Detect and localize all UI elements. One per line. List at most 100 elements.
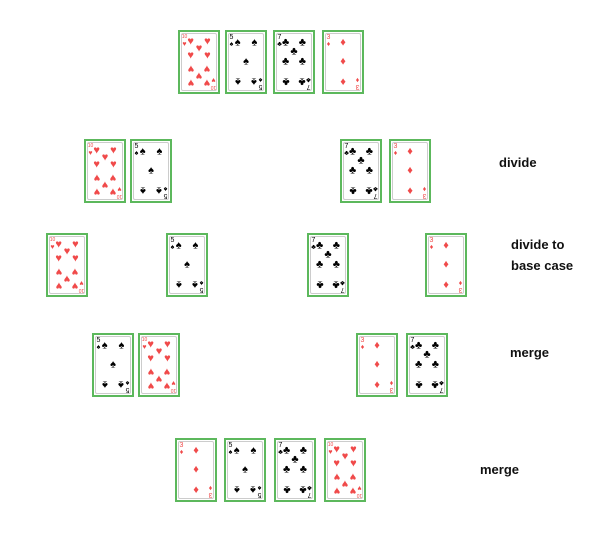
card-10-of-hearts: 10♥10♥♥♥♥♥♥♥♥♥♥♥ bbox=[178, 30, 220, 94]
card-face bbox=[95, 336, 131, 394]
clubs-pip-icon: ♣ bbox=[283, 444, 291, 457]
card-rank: 7 bbox=[344, 143, 349, 150]
clubs-pip-icon: ♣ bbox=[357, 154, 365, 167]
spades-pip-icon: ♠ bbox=[233, 444, 240, 457]
card-face bbox=[327, 441, 363, 499]
hearts-pip-icon: ♥ bbox=[350, 484, 357, 497]
spades-pip-icon: ♠ bbox=[242, 463, 248, 476]
card-corner-index: 7♣ bbox=[277, 442, 284, 456]
clubs-icon: ♣ bbox=[278, 449, 283, 456]
spades-pip-icon: ♠ bbox=[184, 258, 190, 271]
spades-pip-icon: ♠ bbox=[251, 36, 258, 49]
card-corner-index: 7♣ bbox=[409, 337, 416, 351]
card-7-of-clubs: 7♣7♣♣♣♣♣♣♣♣ bbox=[273, 30, 315, 94]
card-corner-index: 3♦ bbox=[354, 76, 361, 90]
clubs-pip-icon: ♣ bbox=[365, 164, 373, 177]
card-face bbox=[227, 441, 263, 499]
spades-pip-icon: ♠ bbox=[234, 36, 241, 49]
clubs-pip-icon: ♣ bbox=[282, 36, 290, 49]
card-corner-index: 3♦ bbox=[325, 34, 332, 48]
hearts-pip-icon: ♥ bbox=[187, 49, 194, 62]
card-rank: 5 bbox=[96, 337, 101, 344]
card-corner-index: 3♦ bbox=[457, 279, 464, 293]
hearts-pip-icon: ♥ bbox=[204, 49, 211, 62]
card-3-of-diamonds: 3♦3♦♦♦♦ bbox=[389, 139, 431, 203]
hearts-pip-icon: ♥ bbox=[72, 252, 79, 265]
clubs-pip-icon: ♣ bbox=[298, 75, 306, 88]
card-5-of-spades: 5♠5♠♠♠♠♠♠ bbox=[166, 233, 208, 297]
diamonds-pip-icon: ♦ bbox=[340, 36, 346, 49]
card-10-of-hearts: 10♥10♥♥♥♥♥♥♥♥♥♥♥ bbox=[84, 139, 126, 203]
hearts-pip-icon: ♥ bbox=[72, 238, 79, 251]
hearts-pip-icon: ♥ bbox=[93, 185, 100, 198]
clubs-pip-icon: ♣ bbox=[283, 463, 291, 476]
label-divide-to: divide to bbox=[511, 237, 565, 252]
hearts-pip-icon: ♥ bbox=[110, 158, 117, 171]
card-rank: 3 bbox=[393, 143, 398, 150]
card-rank: 10 bbox=[49, 237, 56, 243]
card-corner-index: 5♠ bbox=[228, 34, 235, 48]
hearts-pip-icon: ♥ bbox=[110, 185, 117, 198]
card-rank: 3 bbox=[389, 386, 394, 393]
clubs-icon: ♣ bbox=[311, 244, 316, 251]
spades-pip-icon: ♠ bbox=[251, 75, 258, 88]
hearts-pip-icon: ♥ bbox=[204, 76, 211, 89]
spades-icon: ♠ bbox=[229, 41, 234, 48]
hearts-pip-icon: ♥ bbox=[164, 352, 171, 365]
card-10-of-hearts: 10♥10♥♥♥♥♥♥♥♥♥♥♥ bbox=[138, 333, 180, 397]
hearts-pip-icon: ♥ bbox=[72, 279, 79, 292]
card-corner-index: 3♦ bbox=[428, 237, 435, 251]
spades-icon: ♠ bbox=[134, 150, 139, 157]
clubs-pip-icon: ♣ bbox=[299, 463, 307, 476]
clubs-pip-icon: ♣ bbox=[283, 483, 291, 496]
card-3-of-diamonds: 3♦3♦♦♦♦ bbox=[322, 30, 364, 94]
card-face bbox=[169, 236, 205, 294]
card-rank: 7 bbox=[311, 237, 316, 244]
card-rank: 3 bbox=[429, 237, 434, 244]
diamonds-icon: ♦ bbox=[179, 449, 184, 456]
card-face bbox=[428, 236, 464, 294]
label-merge-1: merge bbox=[510, 345, 550, 360]
card-rank: 10 bbox=[141, 337, 148, 343]
card-corner-index: 3♦ bbox=[388, 379, 395, 393]
clubs-pip-icon: ♣ bbox=[316, 258, 324, 271]
card-5-of-spades: 5♠5♠♠♠♠♠♠ bbox=[130, 139, 172, 203]
diamonds-icon: ♦ bbox=[326, 41, 331, 48]
card-face bbox=[87, 142, 123, 200]
diamonds-pip-icon: ♦ bbox=[407, 145, 413, 158]
hearts-pip-icon: ♥ bbox=[55, 252, 62, 265]
card-rank: 3 bbox=[208, 491, 213, 498]
diamonds-pip-icon: ♦ bbox=[443, 278, 449, 291]
card-10-of-hearts: 10♥10♥♥♥♥♥♥♥♥♥♥♥ bbox=[324, 438, 366, 502]
hearts-pip-icon: ♥ bbox=[187, 76, 194, 89]
card-corner-index: 5♠ bbox=[95, 337, 102, 351]
spades-pip-icon: ♠ bbox=[110, 358, 116, 371]
card-rank: 7 bbox=[278, 442, 283, 449]
card-corner-index: 7♣ bbox=[343, 143, 350, 157]
clubs-pip-icon: ♣ bbox=[349, 184, 357, 197]
card-rank: 10 bbox=[87, 143, 94, 149]
clubs-pip-icon: ♣ bbox=[349, 145, 357, 158]
diamonds-icon: ♦ bbox=[393, 150, 398, 157]
spades-pip-icon: ♠ bbox=[118, 378, 125, 391]
diamonds-pip-icon: ♦ bbox=[340, 75, 346, 88]
card-corner-index: 3♦ bbox=[178, 442, 185, 456]
hearts-pip-icon: ♥ bbox=[341, 450, 349, 463]
card-10-of-hearts: 10♥10♥♥♥♥♥♥♥♥♥♥♥ bbox=[46, 233, 88, 297]
clubs-pip-icon: ♣ bbox=[365, 145, 373, 158]
card-face bbox=[49, 236, 85, 294]
diamonds-icon: ♦ bbox=[360, 344, 365, 351]
card-rank: 3 bbox=[355, 83, 360, 90]
hearts-pip-icon: ♥ bbox=[333, 443, 340, 456]
hearts-pip-icon: ♥ bbox=[155, 345, 163, 358]
hearts-pip-icon: ♥ bbox=[333, 484, 340, 497]
card-rank: 3 bbox=[458, 286, 463, 293]
spades-pip-icon: ♠ bbox=[175, 278, 182, 291]
card-corner-index: 10♥ bbox=[181, 34, 188, 48]
label-merge-2: merge bbox=[480, 462, 520, 477]
card-7-of-clubs: 7♣7♣♣♣♣♣♣♣♣ bbox=[406, 333, 448, 397]
card-face bbox=[178, 441, 214, 499]
hearts-icon: ♥ bbox=[88, 150, 93, 157]
hearts-pip-icon: ♥ bbox=[147, 352, 154, 365]
clubs-pip-icon: ♣ bbox=[332, 278, 340, 291]
